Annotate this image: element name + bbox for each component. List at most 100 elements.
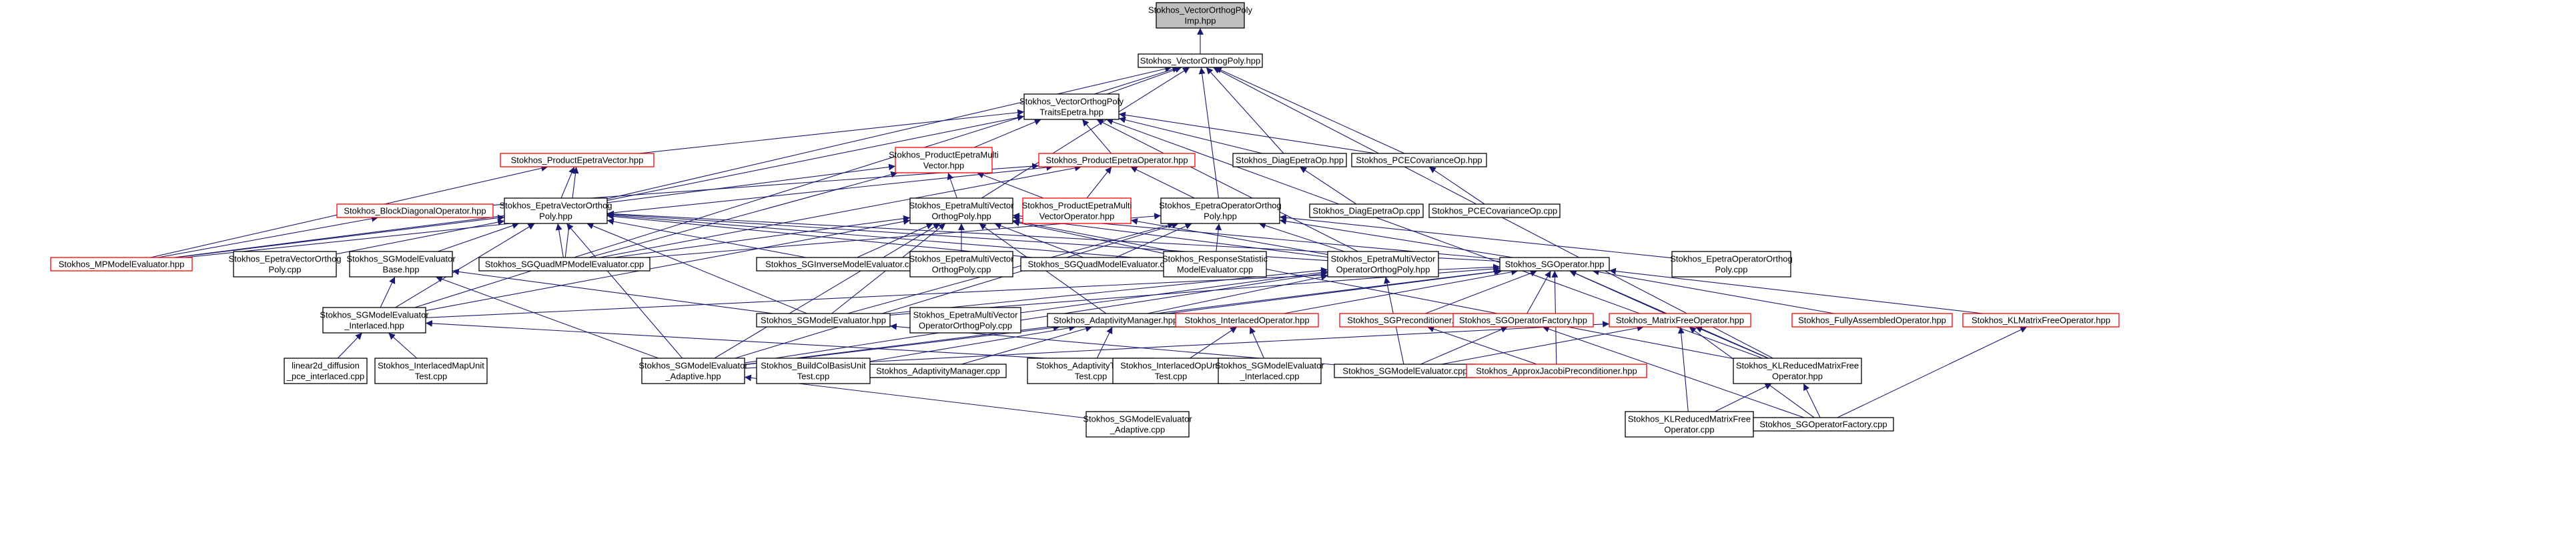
node-am[interactable]: Stokhos_AdaptivityManager.hpp — [1047, 313, 1184, 328]
node-vop[interactable]: Stokhos_VectorOrthogPoly.hpp — [1138, 53, 1263, 68]
node-diagcpp[interactable]: Stokhos_DiagEpetraOp.cpp — [1309, 203, 1424, 218]
node-box[interactable] — [1466, 364, 1647, 378]
node-box[interactable] — [1309, 203, 1424, 218]
node-box[interactable] — [284, 358, 368, 384]
edge-line — [1258, 222, 1345, 252]
node-sgqme[interactable]: Stokhos_SGQuadModelEvaluator.cpp — [1020, 257, 1182, 272]
node-box[interactable] — [895, 147, 993, 173]
node-amcpp[interactable]: Stokhos_AdaptivityManager.cpp — [869, 364, 1007, 378]
node-box[interactable] — [50, 257, 193, 272]
node-ilop[interactable]: Stokhos_InterlacedOperator.hpp — [1175, 313, 1319, 328]
node-rsme[interactable]: Stokhos_ResponseStatisticModelEvaluator.… — [1162, 251, 1268, 278]
node-box[interactable] — [1112, 358, 1230, 384]
node-box[interactable] — [1218, 358, 1322, 384]
node-peop[interactable]: Stokhos_ProductEpetraOperator.hpp — [1038, 153, 1196, 167]
edge-line — [1130, 166, 1195, 199]
node-box[interactable] — [1428, 203, 1561, 218]
node-emvoop[interactable]: Stokhos_EpetraMultiVectorOperatorOrthogP… — [1327, 251, 1439, 278]
node-sgmecpp[interactable]: Stokhos_SGModelEvaluator.cpp — [1334, 364, 1476, 378]
node-ajp[interactable]: Stokhos_ApproxJacobiPreconditioner.hpp — [1466, 364, 1647, 378]
node-box[interactable] — [909, 197, 1013, 224]
node-sgop[interactable]: Stokhos_SGOperator.hpp — [1499, 257, 1610, 272]
node-label-line: Stokhos_InterlacedOperator.hpp — [1184, 316, 1309, 326]
node-box[interactable] — [1791, 313, 1953, 328]
node-box[interactable] — [1023, 93, 1120, 120]
node-box[interactable] — [1753, 417, 1894, 432]
node-box[interactable] — [1038, 153, 1196, 167]
node-box[interactable] — [233, 251, 337, 278]
node-box[interactable] — [1671, 251, 1791, 278]
node-box[interactable] — [1232, 153, 1347, 167]
node-box[interactable] — [349, 251, 453, 278]
node-box[interactable] — [322, 307, 426, 334]
node-box[interactable] — [1962, 313, 2120, 328]
node-sgprec[interactable]: Stokhos_SGPreconditioner.hpp — [1339, 313, 1476, 328]
node-sgme[interactable]: Stokhos_SGModelEvaluator.hpp — [756, 313, 891, 328]
edge-evop-to-vopte — [606, 114, 1025, 201]
node-sginv[interactable]: Stokhos_SGInverseModelEvaluator.cpp — [756, 257, 928, 272]
node-sgmeicpp[interactable]: Stokhos_SGModelEvaluator_Interlaced.cpp — [1215, 358, 1324, 384]
node-pev[interactable]: Stokhos_ProductEpetraVector.hpp — [500, 153, 655, 167]
node-sgopfcpp[interactable]: Stokhos_SGOperatorFactory.cpp — [1753, 417, 1894, 432]
node-box[interactable] — [1351, 153, 1487, 167]
edge-rsme-to-eoop — [1215, 223, 1222, 252]
node-sgmei[interactable]: Stokhos_SGModelEvaluator_Interlaced.hpp — [320, 307, 429, 334]
node-sgmeacpp[interactable]: Stokhos_SGModelEvaluator_Adaptive.cpp — [1083, 411, 1192, 438]
node-box[interactable] — [1625, 411, 1754, 438]
node-label-line: Poly.hpp — [1204, 211, 1237, 221]
node-box[interactable] — [756, 313, 891, 328]
node-sgqmp[interactable]: Stokhos_SGQuadMPModelEvaluator.cpp — [478, 257, 651, 272]
node-box[interactable] — [1175, 313, 1319, 328]
node-sgmea[interactable]: Stokhos_SGModelEvaluator_Adaptive.hpp — [638, 358, 748, 384]
node-box[interactable] — [909, 307, 1021, 334]
node-box[interactable] — [374, 358, 488, 384]
node-box[interactable] — [641, 358, 745, 384]
node-box[interactable] — [336, 203, 494, 218]
node-klmfo[interactable]: Stokhos_KLMatrixFreeOperator.hpp — [1962, 313, 2120, 328]
edge-line — [1428, 166, 1485, 205]
node-mfop[interactable]: Stokhos_MatrixFreeOperator.hpp — [1609, 313, 1751, 328]
node-box[interactable] — [504, 197, 608, 224]
node-diagop[interactable]: Stokhos_DiagEpetraOp.hpp — [1232, 153, 1347, 167]
node-box[interactable] — [909, 251, 1013, 278]
node-box[interactable] — [1327, 251, 1439, 278]
node-box[interactable] — [1163, 251, 1267, 278]
node-emvoopcpp[interactable]: Stokhos_EpetraMultiVectorOperatorOrthogP… — [909, 307, 1021, 334]
node-bdo[interactable]: Stokhos_BlockDiagonalOperator.hpp — [336, 203, 494, 218]
node-box[interactable] — [1086, 411, 1190, 438]
node-box[interactable] — [1499, 257, 1610, 272]
node-box[interactable] — [1156, 2, 1245, 29]
node-pceco[interactable]: Stokhos_PCECovarianceOp.hpp — [1351, 153, 1487, 167]
node-box[interactable] — [1022, 197, 1132, 224]
node-box[interactable] — [1160, 197, 1280, 224]
node-box[interactable] — [869, 364, 1007, 378]
node-box[interactable] — [1138, 53, 1263, 68]
node-sgopf[interactable]: Stokhos_SGOperatorFactory.hpp — [1452, 313, 1594, 328]
node-pemvo[interactable]: Stokhos_ProductEpetraMultiVectorOperator… — [1022, 197, 1132, 224]
node-pcecpp[interactable]: Stokhos_PCECovarianceOp.cpp — [1428, 203, 1561, 218]
node-box[interactable] — [500, 153, 655, 167]
node-mpme[interactable]: Stokhos_MPModelEvaluator.hpp — [50, 257, 193, 272]
node-l2d[interactable]: linear2d_diffusion_pce_interlaced.cpp — [284, 358, 368, 384]
node-box[interactable] — [1452, 313, 1594, 328]
node-box[interactable] — [478, 257, 651, 272]
edge-mpme-to-bdo — [157, 215, 379, 258]
node-fao[interactable]: Stokhos_FullyAssembledOperator.hpp — [1791, 313, 1953, 328]
node-box[interactable] — [1609, 313, 1751, 328]
node-box[interactable] — [1733, 358, 1862, 384]
